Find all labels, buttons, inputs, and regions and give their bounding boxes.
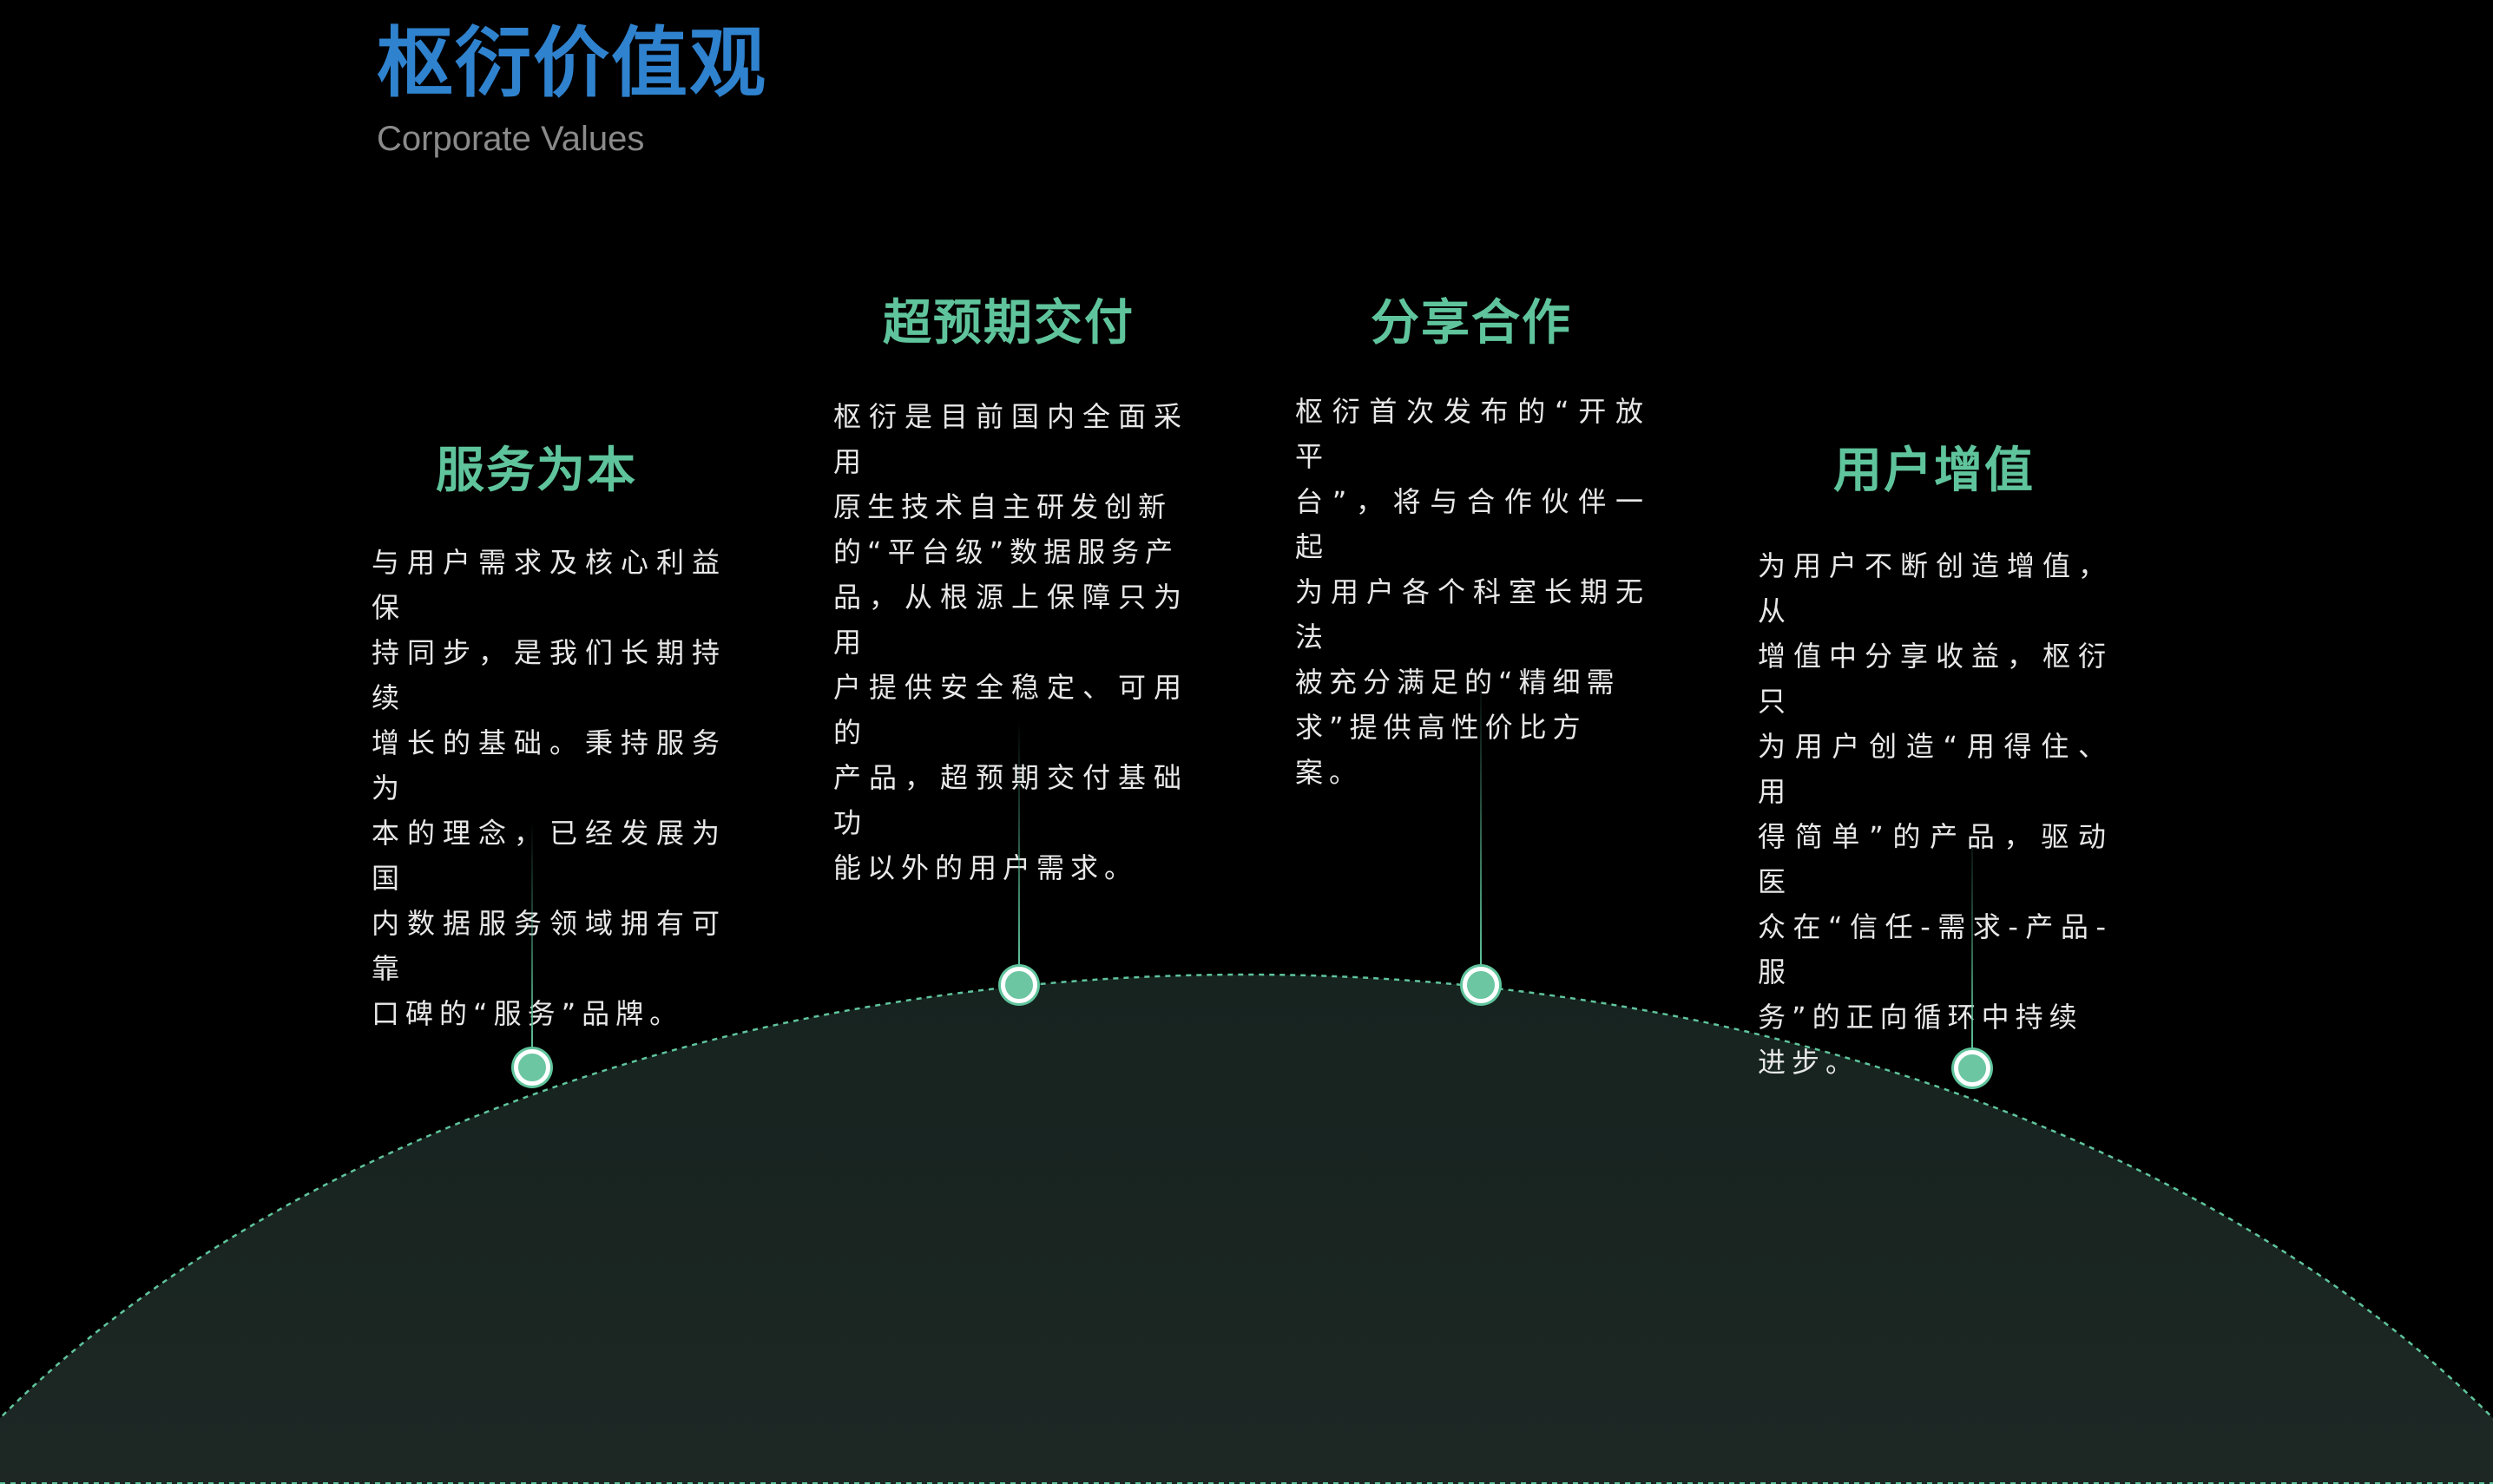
text-line: 求”提供高性价比方 (1295, 711, 1587, 744)
text-line: 为用户各个科室长期无法 (1295, 575, 1649, 653)
text-line: 枢衍是目前国内全面采用 (833, 400, 1187, 478)
connector-line (1971, 820, 1973, 1050)
text-line: 为用户不断创造增值，从 (1758, 549, 2112, 627)
page-title: 枢衍价值观 (377, 18, 768, 108)
timeline-marker-icon[interactable] (1954, 1050, 1990, 1087)
text-line: 得简单”的产品，驱动医 (1758, 820, 2112, 898)
text-line: 产品，超预期交付基础功 (833, 761, 1187, 839)
text-line: 增值中分享收益，枢衍只 (1758, 640, 2112, 718)
text-line: 被充分满足的“精细需 (1295, 666, 1621, 699)
text-line: 户提供安全稳定、可用的 (833, 671, 1187, 749)
text-line: 内数据服务领域拥有可靠 (372, 907, 726, 985)
timeline-marker-icon[interactable] (1001, 967, 1037, 1003)
text-line: 枢衍首次发布的“开放平 (1295, 395, 1649, 473)
text-line: 务”的正向循环中持续 (1758, 1001, 2083, 1034)
text-line: 能以外的用户需求。 (833, 851, 1139, 884)
value-heading: 服务为本 (436, 443, 637, 499)
text-line: 增长的基础。秉持服务为 (372, 726, 726, 804)
text-line: 与用户需求及核心利益保 (372, 546, 726, 624)
text-line: 持同步，是我们长期持续 (372, 636, 726, 714)
page-subtitle: Corporate Values (377, 120, 645, 158)
value-heading: 用户增值 (1833, 443, 2035, 499)
connector-line (531, 820, 533, 1050)
text-line: 原生技术自主研发创新 (833, 490, 1173, 523)
text-line: 案。 (1295, 756, 1364, 789)
connector-line (1018, 720, 1020, 968)
value-description: 为用户不断创造增值，从 增值中分享收益，枢衍只 为用户创造“用得住、用 得简单”… (1758, 543, 2112, 1085)
timeline-marker-icon[interactable] (514, 1049, 550, 1086)
text-line: 台”，将与合作伙伴一起 (1295, 485, 1649, 563)
value-heading: 超预期交付 (883, 295, 1135, 351)
timeline-marker-icon[interactable] (1463, 967, 1499, 1003)
text-line: 的“平台级”数据服务产 (833, 535, 1180, 568)
text-line: 为用户创造“用得住、用 (1758, 730, 2112, 808)
text-line: 本的理念，已经发展为国 (372, 817, 726, 895)
value-description: 枢衍首次发布的“开放平 台”，将与合作伙伴一起 为用户各个科室长期无法 被充分满… (1295, 389, 1649, 795)
value-heading: 分享合作 (1371, 295, 1572, 351)
text-line: 品，从根源上保障只为用 (833, 581, 1187, 659)
text-line: 众在“信任-需求-产品-服 (1758, 910, 2112, 988)
value-description: 与用户需求及核心利益保 持同步，是我们长期持续 增长的基础。秉持服务为 本的理念… (372, 540, 726, 1036)
value-description: 枢衍是目前国内全面采用 原生技术自主研发创新 的“平台级”数据服务产 品，从根源… (833, 394, 1187, 890)
text-line: 口碑的“服务”品牌。 (372, 997, 684, 1030)
connector-line (1480, 668, 1482, 968)
text-line: 进步。 (1758, 1046, 1860, 1079)
